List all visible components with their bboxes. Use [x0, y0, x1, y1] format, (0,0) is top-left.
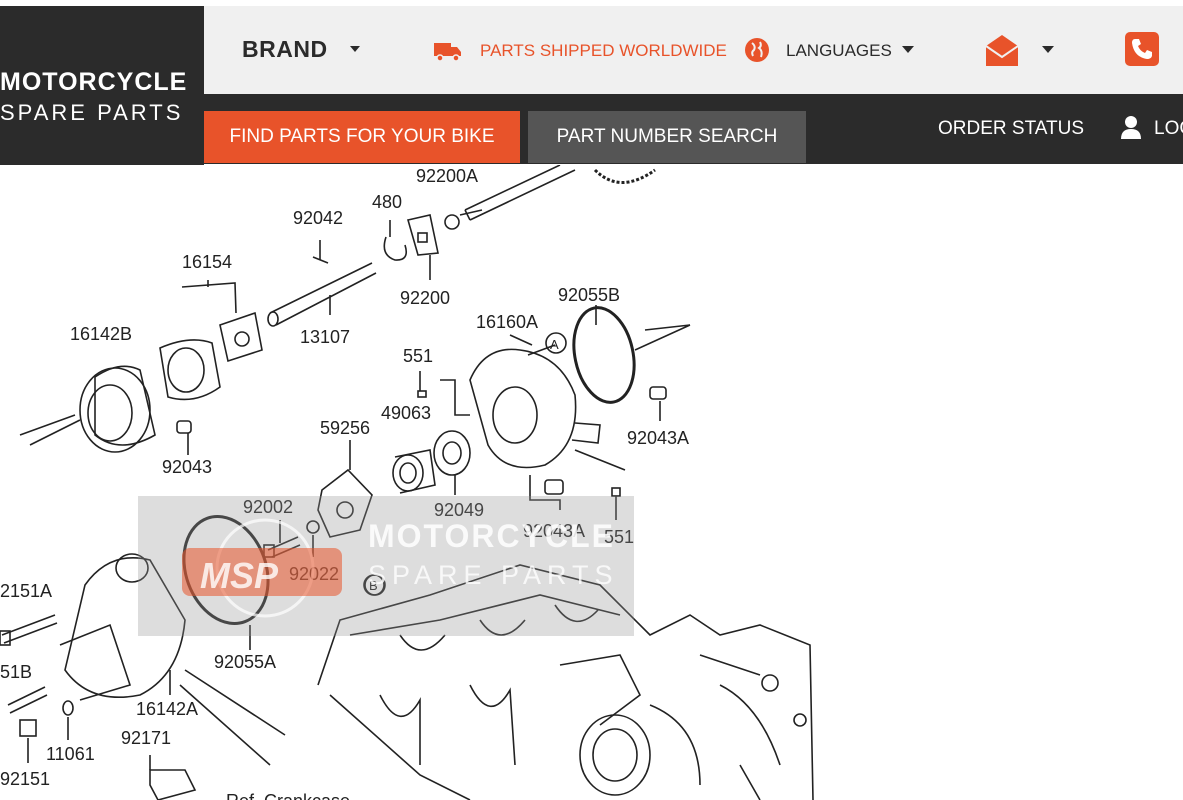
parts-diagram: 92200A 480 92042 16154 92200 13107 16142… — [0, 165, 1183, 800]
callout-b: B — [369, 578, 378, 593]
watermark-line2: SPARE PARTS — [368, 560, 619, 590]
phone-icon[interactable] — [1125, 32, 1159, 66]
languages-dropdown-label[interactable]: LANGUAGES — [786, 41, 892, 60]
label-92200a[interactable]: 92200A — [416, 166, 478, 186]
label-92002[interactable]: 92002 — [243, 497, 293, 517]
shipped-worldwide-text[interactable]: PARTS SHIPPED WORLDWIDE — [480, 41, 727, 60]
msp-badge-icon: MSP — [182, 518, 342, 618]
watermark-line1: MOTORCYCLE — [368, 518, 615, 554]
label-480[interactable]: 480 — [372, 192, 402, 212]
label-92151[interactable]: 92151 — [0, 769, 50, 789]
brand-dropdown-label[interactable]: BRAND — [242, 36, 328, 62]
label-551-mid[interactable]: 551 — [604, 527, 634, 547]
logo-line1: MOTORCYCLE — [0, 68, 188, 96]
mail-icon[interactable] — [984, 32, 1020, 68]
globe-icon — [745, 38, 769, 62]
label-11061[interactable]: 11061 — [46, 744, 95, 764]
label-92055a[interactable]: 92055A — [214, 652, 276, 672]
label-92043a-mid[interactable]: 92043A — [523, 521, 585, 541]
watermark-badge-text: MSP — [200, 555, 279, 596]
label-16142a[interactable]: 16142A — [136, 699, 198, 719]
label-16142b[interactable]: 16142B — [70, 324, 132, 344]
brand-caret-icon[interactable] — [350, 46, 360, 52]
label-59256[interactable]: 59256 — [320, 418, 370, 438]
mail-caret-icon[interactable] — [1042, 46, 1054, 53]
label-92171[interactable]: 92171 — [121, 728, 171, 748]
label-92151a[interactable]: 2151A — [0, 581, 52, 601]
top-bar: BRAND PARTS SHIPPED WORLDWIDE LANGUAGES — [204, 6, 1183, 94]
login-link[interactable]: LOG — [1154, 118, 1183, 139]
label-92043[interactable]: 92043 — [162, 457, 212, 477]
label-92042[interactable]: 92042 — [293, 208, 343, 228]
label-51b[interactable]: 51B — [0, 662, 32, 682]
label-49063[interactable]: 49063 — [381, 403, 431, 423]
part-number-search-button[interactable]: PART NUMBER SEARCH — [528, 111, 806, 163]
label-16160a[interactable]: 16160A — [476, 312, 538, 332]
languages-caret-icon[interactable] — [902, 46, 914, 53]
label-92055b[interactable]: 92055B — [558, 285, 620, 305]
label-16154[interactable]: 16154 — [182, 252, 232, 272]
label-ref-crankcase: Ref. Crankcase — [226, 791, 350, 800]
label-551-top[interactable]: 551 — [403, 346, 433, 366]
logo-line2: SPARE PARTS — [0, 100, 184, 125]
label-92043a-right[interactable]: 92043A — [627, 428, 689, 448]
user-icon[interactable] — [1120, 115, 1142, 139]
label-92049[interactable]: 92049 — [434, 500, 484, 520]
truck-icon — [434, 43, 461, 62]
main-nav: FIND PARTS FOR YOUR BIKE PART NUMBER SEA… — [204, 94, 1183, 164]
site-logo[interactable]: MOTORCYCLE SPARE PARTS — [0, 6, 204, 165]
callout-a: A — [550, 337, 559, 352]
exploded-view-drawing: 92200A 480 92042 16154 92200 13107 16142… — [0, 165, 814, 800]
order-status-link[interactable]: ORDER STATUS — [938, 118, 1085, 139]
find-parts-button[interactable]: FIND PARTS FOR YOUR BIKE — [204, 111, 520, 163]
watermark: MSP MOTORCYCLE SPARE PARTS — [138, 496, 634, 636]
label-13107[interactable]: 13107 — [300, 327, 350, 347]
label-92200[interactable]: 92200 — [400, 288, 450, 308]
